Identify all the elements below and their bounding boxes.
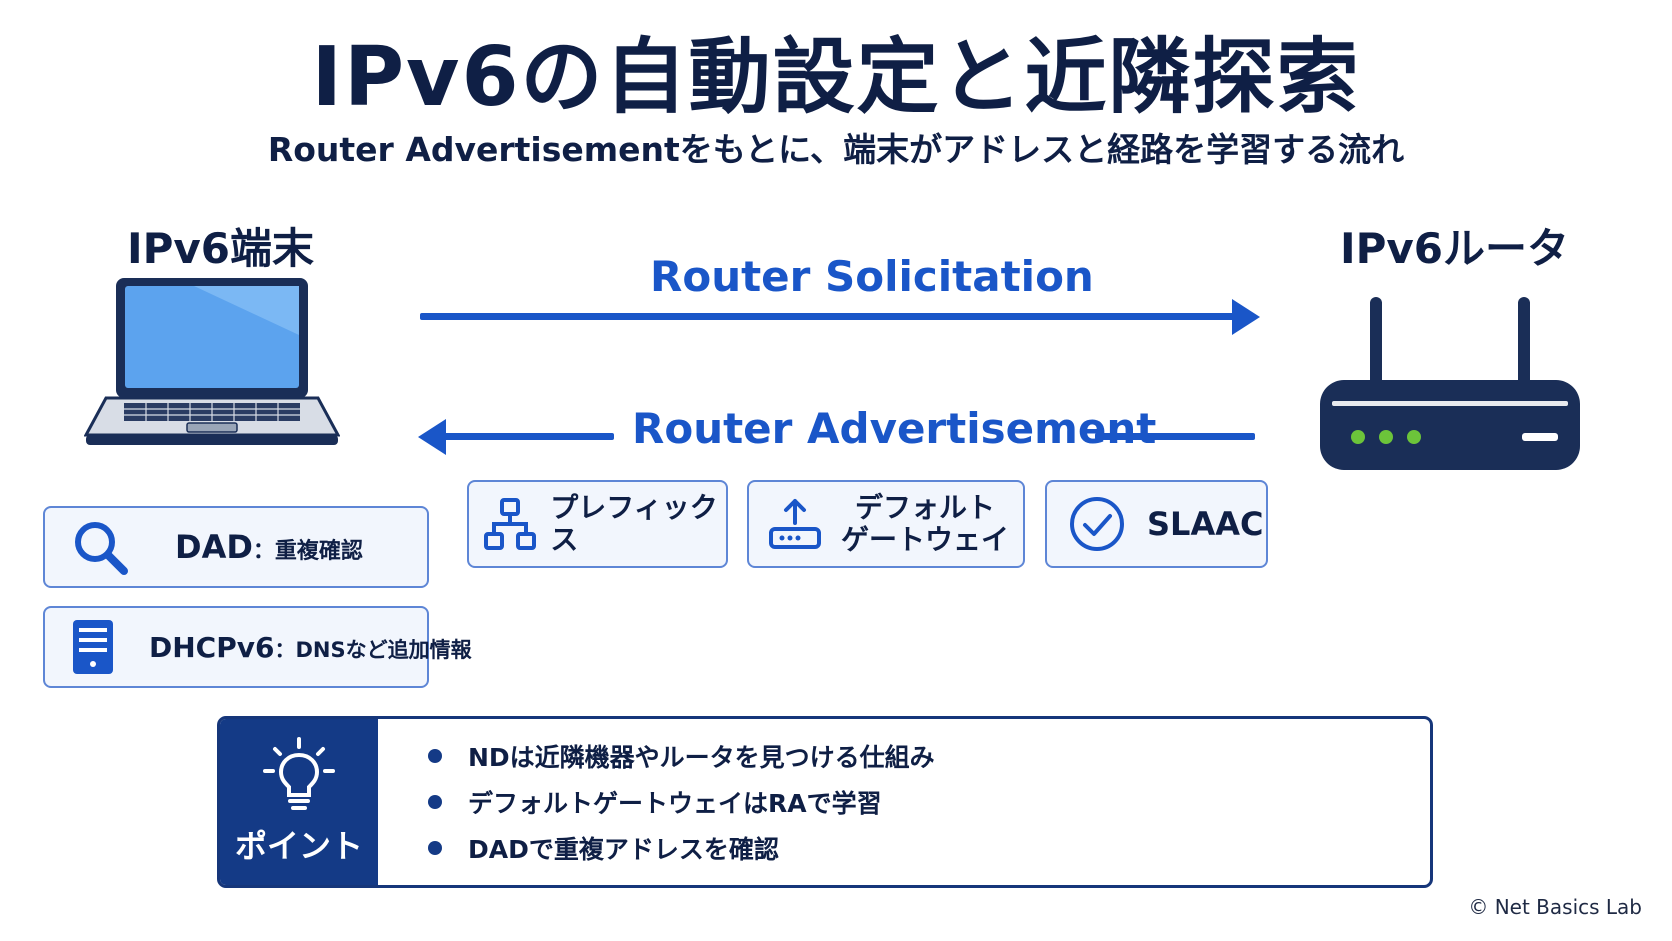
ra-arrow-line-right — [1095, 433, 1255, 440]
point-text: NDは近隣機器やルータを見つける仕組み — [468, 743, 935, 772]
check-circle-icon — [1047, 495, 1147, 553]
ra-arrow-line-left — [444, 433, 614, 440]
list-item: NDは近隣機器やルータを見つける仕組み — [428, 733, 935, 779]
dad-card: DAD：重複確認 — [43, 506, 429, 588]
dhcpv6-title: DHCPv6 — [149, 630, 275, 664]
ra-item-prefix-label: プレフィックス — [550, 490, 718, 556]
points-label: ポイント — [234, 827, 363, 865]
page-subtitle: Router Advertisementをもとに、端末がアドレスと経路を学習する… — [267, 130, 1405, 169]
hierarchy-icon — [469, 498, 550, 550]
ra-item-gateway-label-1: デフォルト — [855, 490, 996, 524]
magnifier-icon — [45, 518, 155, 576]
router-upload-icon — [749, 497, 841, 551]
dad-title: DAD — [175, 528, 253, 566]
router-solicitation-label: Router Solicitation — [650, 252, 1094, 301]
list-item: デフォルトゲートウェイはRAで学習 — [428, 779, 935, 825]
list-item: DADで重複アドレスを確認 — [428, 825, 935, 871]
ra-item-prefix: プレフィックス — [467, 480, 728, 568]
credit: © Net Basics Lab — [1468, 895, 1642, 919]
lightbulb-icon — [263, 737, 335, 810]
point-text: デフォルトゲートウェイはRAで学習 — [468, 789, 882, 818]
points-header: ポイント — [220, 719, 378, 885]
points-box: ポイント NDは近隣機器やルータを見つける仕組み デフォルトゲートウェイはRAで… — [217, 716, 1433, 888]
router-label: IPv6ルータ — [1340, 224, 1570, 273]
ra-arrowhead — [418, 419, 446, 455]
ra-item-slaac: SLAAC — [1045, 480, 1268, 568]
rs-arrow-line — [420, 313, 1240, 320]
server-icon — [45, 618, 141, 676]
ra-item-gateway-label-2: ゲートウェイ — [841, 523, 1010, 556]
router-advertisement-label: Router Advertisement — [632, 404, 1157, 453]
bullet-icon — [428, 795, 442, 809]
dhcpv6-card: DHCPv6：DNSなど追加情報 — [43, 606, 472, 688]
dad-desc: ：重複確認 — [252, 539, 363, 564]
bullet-icon — [428, 841, 442, 855]
ra-item-gateway: デフォルト ゲートウェイ — [747, 480, 1025, 568]
router-icon — [1320, 297, 1580, 470]
point-text: DADで重複アドレスを確認 — [468, 835, 779, 864]
dhcpv6-desc: ：DNSなど追加情報 — [274, 637, 472, 662]
rs-arrowhead — [1232, 299, 1260, 335]
points-list: NDは近隣機器やルータを見つける仕組み デフォルトゲートウェイはRAで学習 DA… — [378, 719, 935, 885]
laptop-icon — [84, 278, 340, 445]
ra-item-slaac-label: SLAAC — [1147, 504, 1264, 543]
bullet-icon — [428, 749, 442, 763]
page-title: IPv6の自動設定と近隣探索 — [311, 30, 1361, 125]
host-label: IPv6端末 — [127, 224, 315, 273]
